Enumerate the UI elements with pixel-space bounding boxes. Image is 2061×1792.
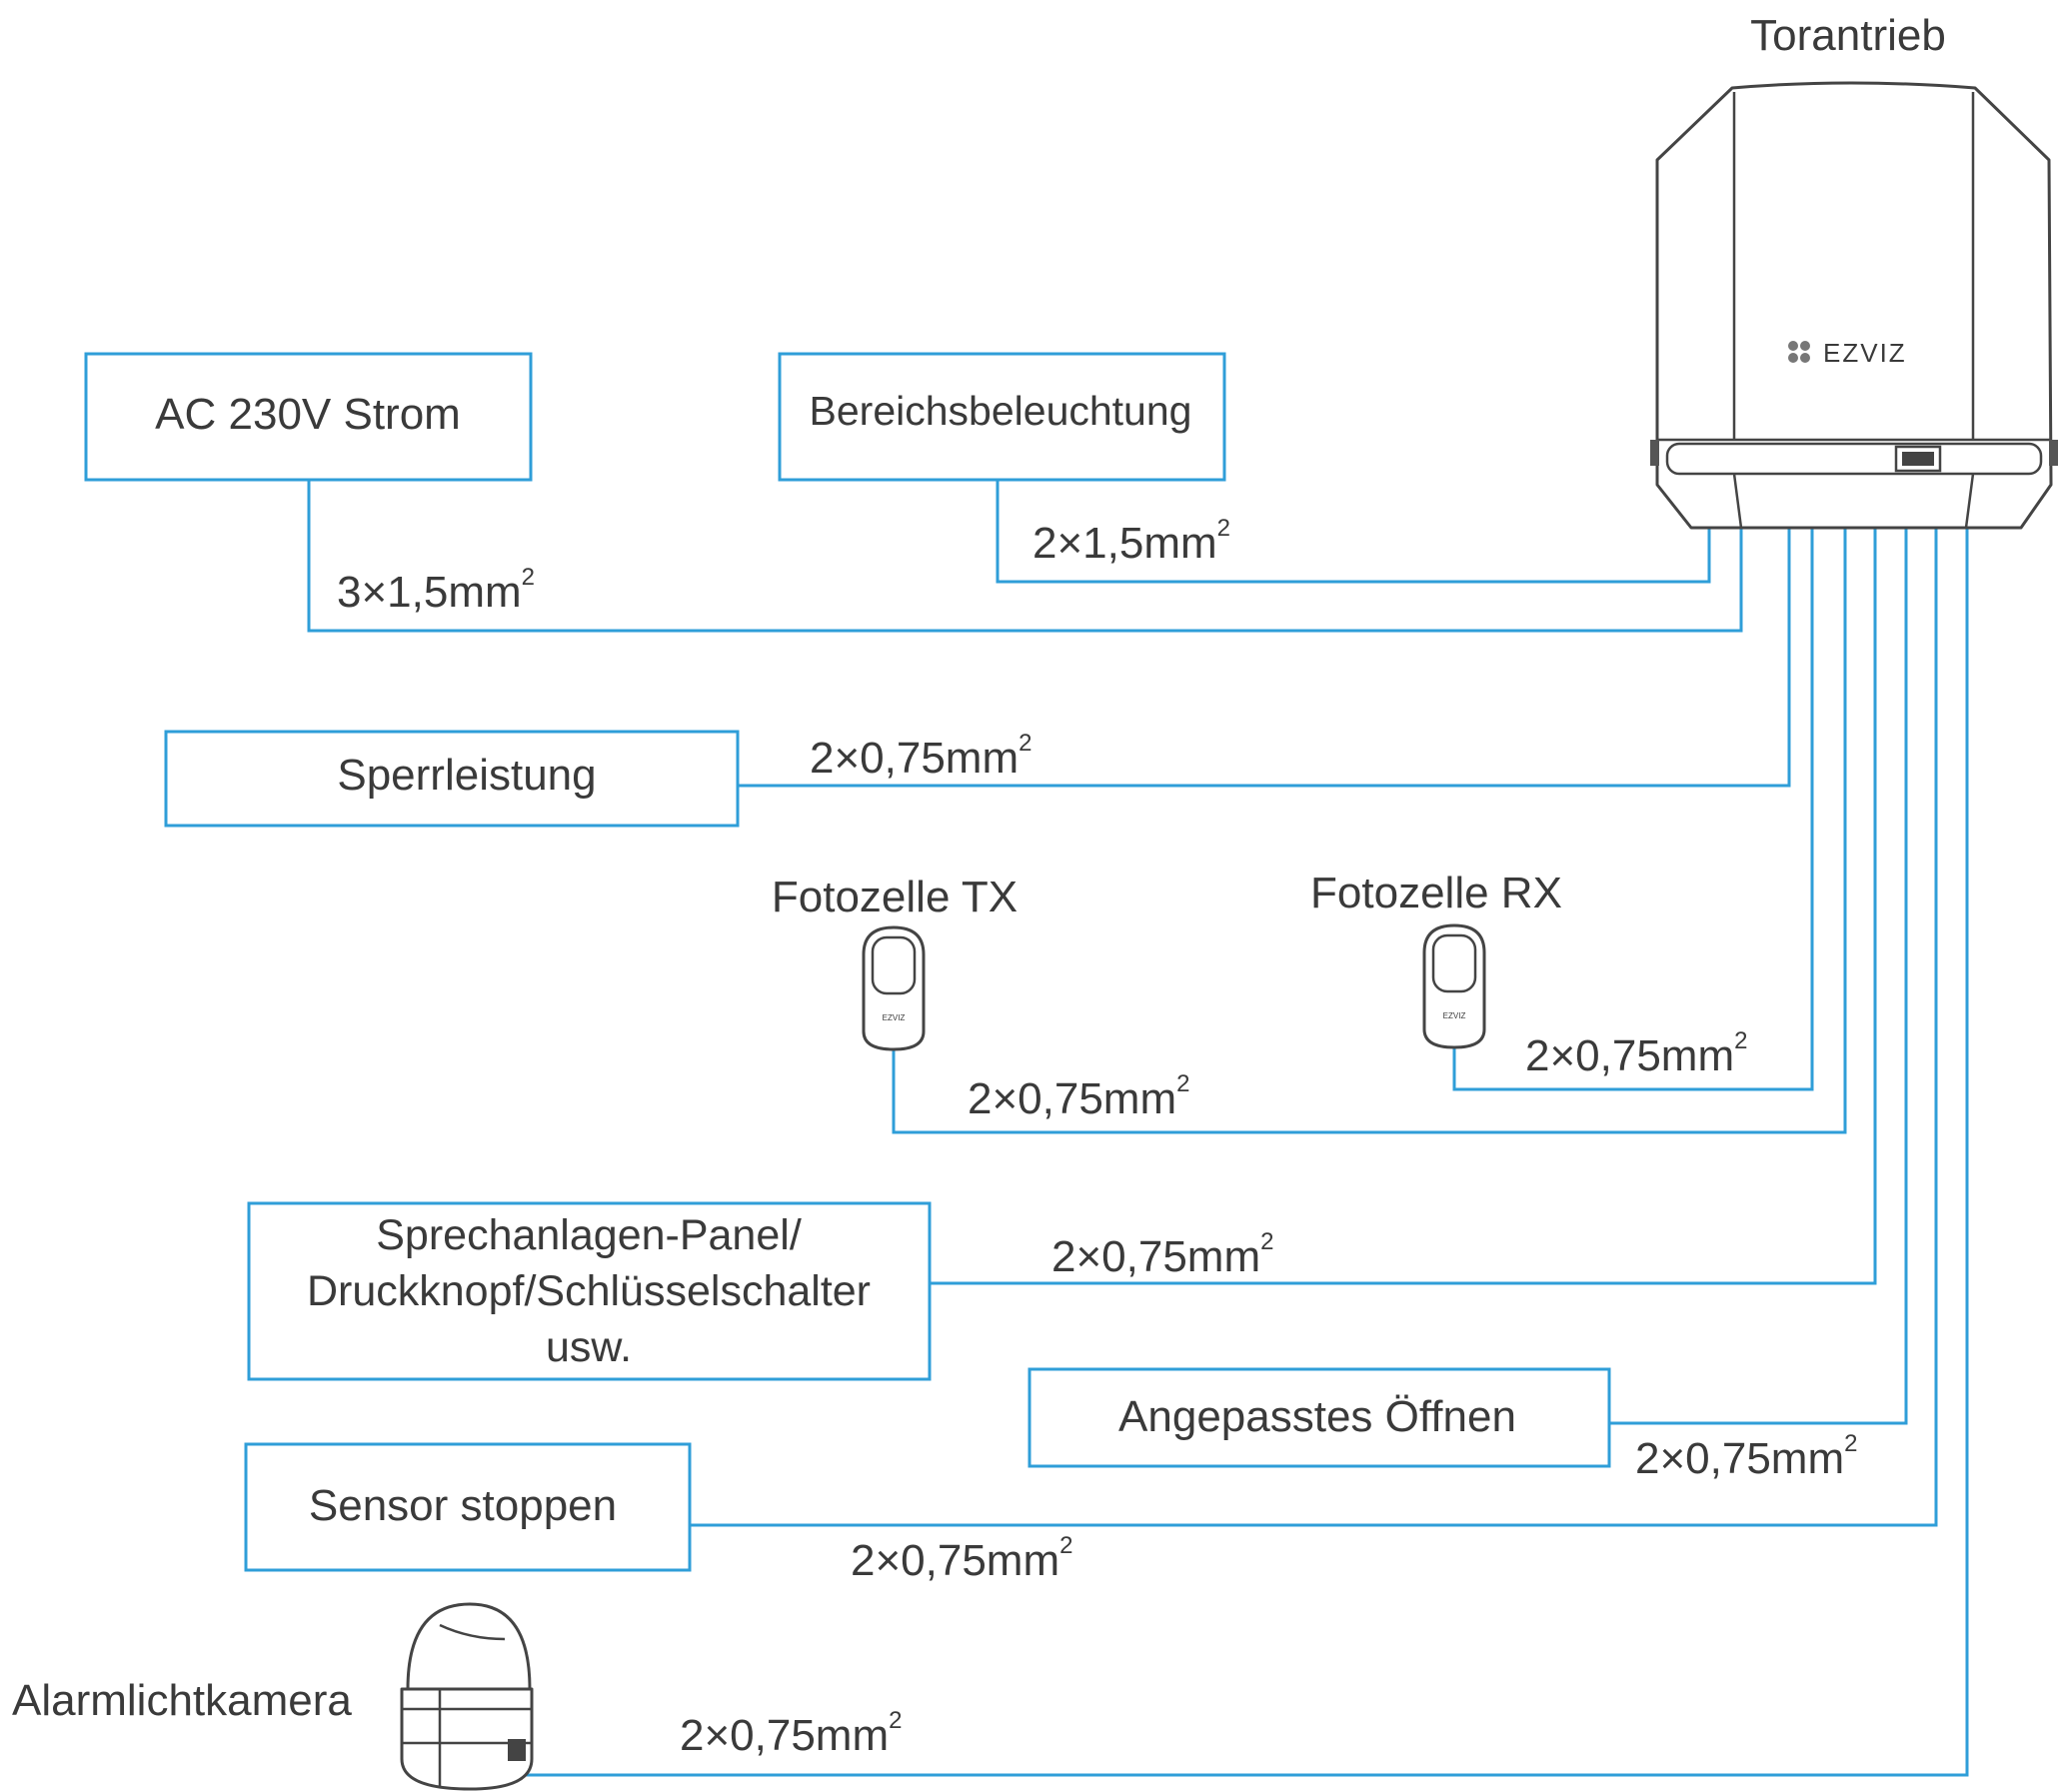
photocell-rx-logo: EZVIZ xyxy=(1443,1011,1466,1020)
box-lock-frame xyxy=(164,730,740,828)
cable-label-power: 3×1,5mm2 xyxy=(337,564,535,617)
box-custom-open-label: Angepasstes Öffnen xyxy=(1118,1392,1516,1441)
photocell-icon: EZVIZ xyxy=(862,925,926,1051)
cable-label-lock-base: 2×0,75mm xyxy=(810,734,1019,783)
alarm-light-camera-label: Alarmlichtkamera xyxy=(12,1676,352,1725)
cable-label-intercom-base: 2×0,75mm xyxy=(1051,1232,1260,1281)
cable-label-camera-sup: 2 xyxy=(889,1707,902,1734)
wire-lighting xyxy=(996,480,1711,584)
wire-custom-open xyxy=(1609,528,1908,1425)
cable-label-camera: 2×0,75mm2 xyxy=(680,1707,902,1760)
box-stop-sensor: Sensor stoppen xyxy=(244,1442,692,1572)
box-lighting: Bereichsbeleuchtung xyxy=(778,352,1226,482)
cable-label-photocell-tx-base: 2×0,75mm xyxy=(968,1074,1176,1123)
cable-label-power-sup: 2 xyxy=(522,564,535,591)
operator-knob-left xyxy=(1650,440,1659,466)
operator-skirt-seams xyxy=(1732,473,1975,529)
wire-stop-sensor xyxy=(690,528,1938,1527)
camera-body xyxy=(400,1687,534,1791)
wire-photocell-tx xyxy=(892,528,1847,1134)
gate-operator-label: Torantrieb xyxy=(1750,11,1946,60)
cable-label-camera-base: 2×0,75mm xyxy=(680,1711,889,1760)
box-lock-label: Sperrleistung xyxy=(337,751,596,800)
box-intercom-frame xyxy=(247,1201,932,1381)
photocell-icon: EZVIZ xyxy=(1422,923,1486,1049)
cable-label-custom-open: 2×0,75mm2 xyxy=(1635,1430,1857,1483)
wires xyxy=(307,480,1969,1777)
wire-power xyxy=(307,480,1743,633)
cable-label-intercom-sup: 2 xyxy=(1260,1228,1273,1255)
photocell-tx-label: Fotozelle TX xyxy=(772,873,1018,921)
box-intercom-line3: usw. xyxy=(546,1323,632,1371)
cable-label-power-base: 3×1,5mm xyxy=(337,568,522,617)
alarm-light-camera: Alarmlichtkamera xyxy=(12,1602,534,1791)
gate-operator-icon: EZVIZ xyxy=(1650,81,2058,530)
ezviz-logo-icon xyxy=(1788,341,1810,363)
wire-photocell-rx xyxy=(1452,528,1814,1091)
cable-label-photocell-tx: 2×0,75mm2 xyxy=(968,1070,1189,1123)
cable-label-photocell-rx: 2×0,75mm2 xyxy=(1525,1027,1747,1080)
cable-label-lighting-sup: 2 xyxy=(1217,515,1230,542)
cable-label-photocell-tx-sup: 2 xyxy=(1176,1070,1189,1097)
photocell-rx: Fotozelle RX EZVIZ xyxy=(1310,869,1562,1049)
photocell-rx-lens xyxy=(1431,933,1477,993)
cable-label-stop-sensor-sup: 2 xyxy=(1059,1532,1072,1559)
gate-operator: Torantrieb EZVIZ xyxy=(1650,11,2058,530)
box-lighting-label: Bereichsbeleuchtung xyxy=(810,388,1192,434)
wire-camera xyxy=(525,528,1969,1777)
box-stop-sensor-frame xyxy=(244,1442,692,1572)
box-intercom: Sprechanlagen-Panel/ Druckknopf/Schlüsse… xyxy=(247,1201,932,1381)
cable-labels: 3×1,5mm2 2×1,5mm2 2×0,75mm2 2×0,75mm2 2×… xyxy=(337,515,1857,1760)
photocell-tx-lens xyxy=(871,935,917,995)
cable-label-lock-sup: 2 xyxy=(1019,730,1031,757)
photocell-tx: Fotozelle TX EZVIZ xyxy=(772,873,1018,1051)
operator-seams xyxy=(1732,92,1975,440)
camera-dome xyxy=(406,1602,532,1691)
box-power-label: AC 230V Strom xyxy=(155,390,461,439)
camera-connector xyxy=(508,1739,526,1761)
box-custom-open-frame xyxy=(1028,1367,1611,1468)
cable-label-lighting: 2×1,5mm2 xyxy=(1032,515,1230,568)
box-power-frame xyxy=(84,352,533,482)
cable-label-stop-sensor: 2×0,75mm2 xyxy=(851,1532,1072,1585)
operator-band xyxy=(1665,442,2043,476)
wire-lock xyxy=(738,528,1791,788)
box-intercom-line2: Druckknopf/Schlüsselschalter xyxy=(307,1267,871,1315)
camera-dome-line xyxy=(439,1623,506,1641)
photocell-tx-logo: EZVIZ xyxy=(883,1013,906,1022)
operator-knob-right xyxy=(2049,440,2058,466)
box-power: AC 230V Strom xyxy=(84,352,533,482)
cable-label-stop-sensor-base: 2×0,75mm xyxy=(851,1536,1059,1585)
cable-label-custom-open-sup: 2 xyxy=(1844,1430,1857,1457)
cable-label-intercom: 2×0,75mm2 xyxy=(1051,1228,1273,1281)
cable-label-lock: 2×0,75mm2 xyxy=(810,730,1031,783)
operator-nameplate-mark xyxy=(1902,452,1934,466)
wire-intercom xyxy=(930,528,1877,1285)
box-custom-open: Angepasstes Öffnen xyxy=(1028,1367,1611,1468)
operator-logo-text: EZVIZ xyxy=(1823,338,1907,368)
operator-housing xyxy=(1655,81,2053,530)
box-stop-sensor-label: Sensor stoppen xyxy=(309,1481,617,1530)
box-lighting-frame xyxy=(778,352,1226,482)
box-lock: Sperrleistung xyxy=(164,730,740,828)
cable-label-photocell-rx-sup: 2 xyxy=(1734,1027,1747,1054)
cable-label-custom-open-base: 2×0,75mm xyxy=(1635,1434,1844,1483)
cable-label-lighting-base: 2×1,5mm xyxy=(1032,519,1217,568)
cable-label-photocell-rx-base: 2×0,75mm xyxy=(1525,1031,1734,1080)
box-intercom-line1: Sprechanlagen-Panel/ xyxy=(376,1211,802,1259)
alarm-light-camera-icon xyxy=(400,1602,534,1791)
photocell-rx-label: Fotozelle RX xyxy=(1310,869,1562,917)
